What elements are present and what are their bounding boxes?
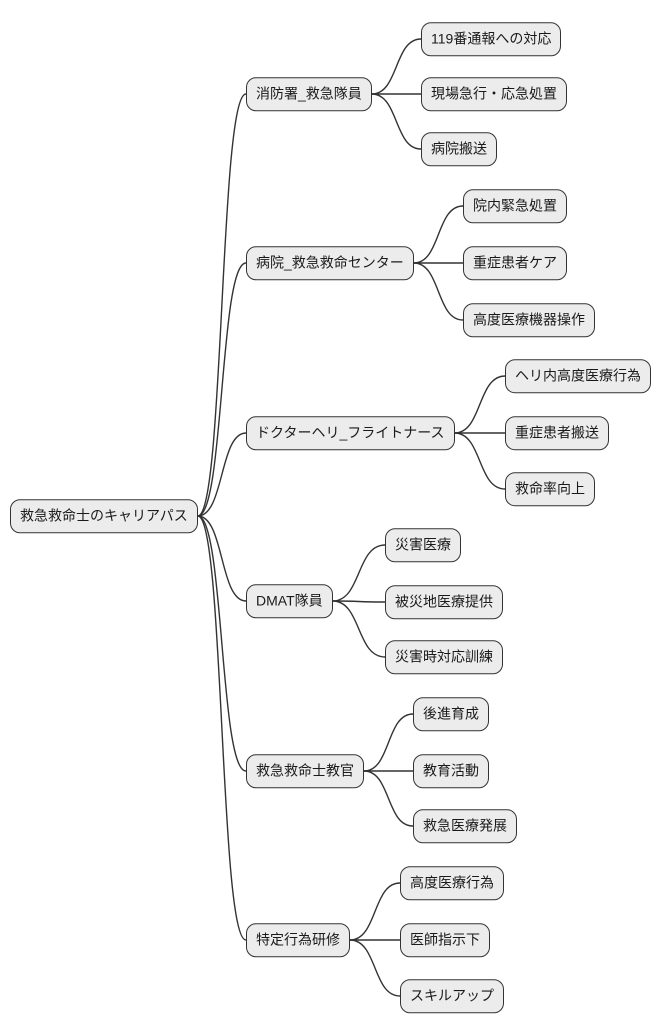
- node-emergency-medicine-development: 救急医療発展: [413, 809, 517, 843]
- node-in-heli-advanced-medical-care: ヘリ内高度医療行為: [505, 359, 651, 393]
- node-under-doctor-instruction: 医師指示下: [400, 923, 490, 957]
- node-survival-rate-improvement: 救命率向上: [505, 472, 595, 506]
- node-disaster-medicine: 災害医療: [385, 528, 461, 562]
- node-scene-response-first-aid: 現場急行・応急処置: [421, 77, 567, 111]
- node-advanced-medical-equipment-operation: 高度医療機器操作: [463, 303, 595, 337]
- node-disaster-area-medical-provision: 被災地医療提供: [385, 585, 503, 619]
- node-119-call-response: 119番通報への対応: [421, 22, 562, 56]
- node-critical-patient-transport: 重症患者搬送: [505, 416, 609, 450]
- node-career-path-root: 救急救命士のキャリアパス: [10, 499, 198, 533]
- node-hospital-transport: 病院搬送: [421, 132, 497, 166]
- node-dmat-member: DMAT隊員: [246, 584, 333, 618]
- node-in-hospital-emergency-treatment: 院内緊急処置: [463, 189, 567, 223]
- node-disaster-response-training: 災害時対応訓練: [385, 640, 503, 674]
- node-education-activities: 教育活動: [413, 754, 489, 788]
- node-hospital-emergency-center: 病院_救急救命センター: [246, 246, 414, 280]
- node-specified-acts-training: 特定行為研修: [246, 923, 350, 957]
- node-doctor-heli-flight-nurse: ドクターヘリ_フライトナース: [246, 416, 455, 450]
- node-critical-patient-care: 重症患者ケア: [463, 246, 567, 280]
- node-skill-up: スキルアップ: [400, 979, 504, 1013]
- node-advanced-medical-acts: 高度医療行為: [400, 866, 504, 900]
- node-training-successors: 後進育成: [413, 697, 489, 731]
- node-paramedic-instructor: 救急救命士教官: [246, 754, 364, 788]
- node-fire-station-paramedic: 消防署_救急隊員: [246, 77, 372, 111]
